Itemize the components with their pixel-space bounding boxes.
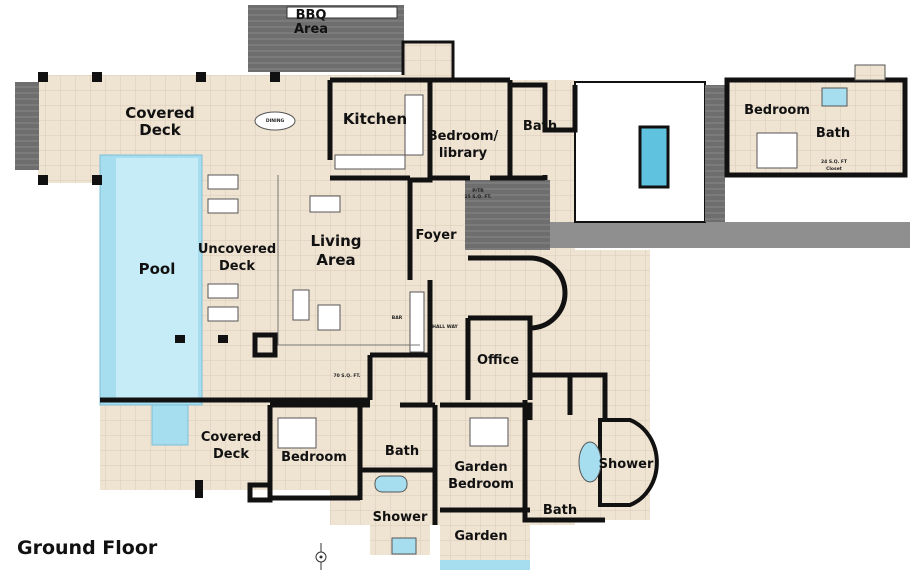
bar-counter bbox=[409, 291, 425, 353]
spa bbox=[151, 404, 189, 446]
dining-label: DINING bbox=[266, 118, 285, 124]
compass-icon bbox=[315, 543, 327, 570]
lounger bbox=[207, 283, 239, 299]
lounger bbox=[207, 306, 239, 322]
kitchen-counter bbox=[404, 94, 424, 156]
bed-bedroom bbox=[277, 417, 317, 449]
guest-deck bbox=[854, 64, 886, 81]
bed-garden bbox=[469, 417, 509, 447]
columns bbox=[38, 72, 280, 498]
pool-inner bbox=[116, 158, 198, 400]
shower-tray bbox=[391, 537, 417, 555]
bedroom-label: Bedroom bbox=[281, 450, 347, 465]
bedroom-library-label: Bedroom/library bbox=[428, 129, 499, 161]
deck-steps bbox=[15, 82, 39, 170]
garden-label: Garden bbox=[454, 529, 507, 544]
bar-label: BAR bbox=[392, 315, 403, 321]
lounger bbox=[207, 174, 239, 190]
sqft24-label: 24 S.Q. FT bbox=[821, 159, 848, 165]
ramp bbox=[705, 85, 725, 222]
tub-right bbox=[578, 441, 602, 483]
sqft70-label: 70 S.Q. FT. bbox=[333, 373, 360, 379]
stair bbox=[465, 180, 550, 250]
shower-bottom-label: Shower bbox=[373, 510, 428, 525]
guest-house bbox=[724, 77, 908, 178]
sofa bbox=[317, 304, 341, 331]
utility-room bbox=[401, 40, 455, 82]
bathtub bbox=[374, 475, 408, 493]
walls bbox=[100, 77, 608, 525]
foyer-label: Foyer bbox=[416, 228, 458, 243]
guest-shower bbox=[821, 87, 848, 107]
sofa bbox=[292, 289, 310, 321]
shower-right-label: Shower bbox=[599, 457, 654, 472]
guest-bath-label: Bath bbox=[816, 126, 850, 141]
lounger bbox=[207, 198, 239, 214]
reflecting-pool bbox=[638, 125, 670, 189]
bbq-counter bbox=[286, 6, 398, 19]
pool-label: Pool bbox=[139, 260, 176, 278]
sofa bbox=[309, 195, 341, 213]
guest-bed bbox=[756, 132, 798, 169]
garden-area bbox=[440, 510, 530, 565]
bath-bottom-label: Bath bbox=[543, 503, 577, 518]
closet-label: Closet bbox=[826, 166, 843, 172]
floor-title: Ground Floor bbox=[17, 537, 158, 559]
bath-top-label: Bath bbox=[523, 119, 557, 134]
bath-mid-label: Bath bbox=[385, 444, 419, 459]
office-label: Office bbox=[477, 353, 519, 368]
shower-bay bbox=[598, 418, 659, 507]
kitchen-island bbox=[334, 154, 406, 170]
dining-table bbox=[254, 111, 296, 131]
hallway-label: HALL WAY bbox=[432, 324, 458, 330]
guest-bedroom-label: Bedroom bbox=[744, 103, 810, 118]
stair-curve bbox=[529, 255, 568, 331]
kitchen-label: Kitchen bbox=[343, 110, 407, 128]
garden-water bbox=[440, 560, 530, 570]
